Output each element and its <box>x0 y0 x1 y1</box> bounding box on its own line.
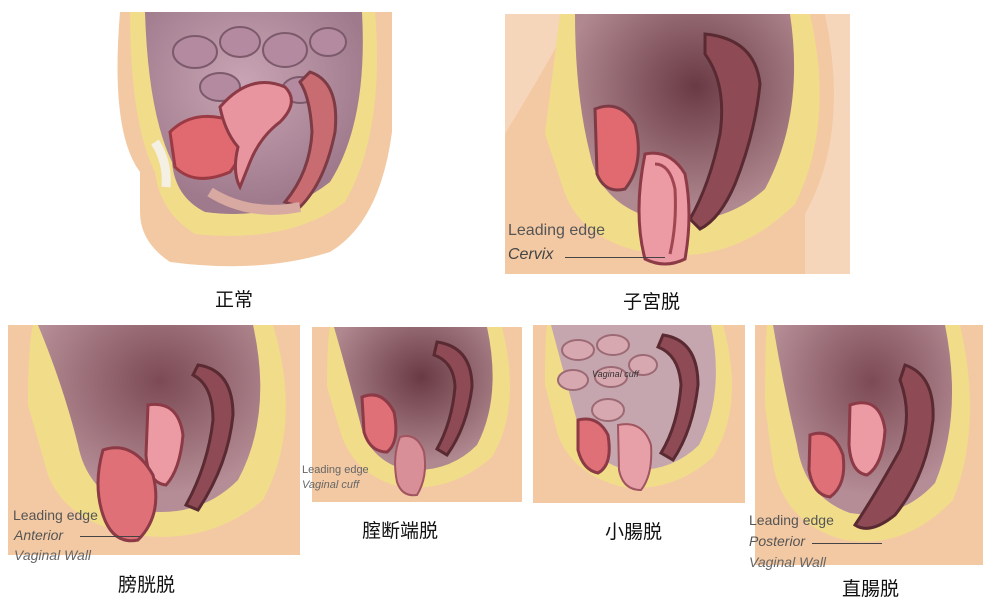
label-vault-leading-edge: Leading edge <box>302 463 369 477</box>
label-rectal-vaginal-wall: Vaginal Wall <box>749 555 826 569</box>
caption-bladder-prolapse: 膀胱脱 <box>118 570 175 597</box>
bladder <box>809 433 844 497</box>
panel-rectal-prolapse <box>755 325 983 565</box>
leader-line-rectal <box>812 543 882 544</box>
rectal-prolapse-illustration <box>755 325 983 565</box>
normal-anatomy-illustration <box>100 12 392 267</box>
panel-normal <box>100 12 392 267</box>
label-uterine-leading-edge: Leading edge <box>508 224 605 238</box>
caption-vault-prolapse: 腟断端脱 <box>362 516 438 543</box>
label-rectal-leading-edge: Leading edge <box>749 513 834 527</box>
caption-small-bowel-prolapse: 小腸脱 <box>605 517 662 544</box>
label-vault-vaginal-cuff: Vaginal cuff <box>302 478 359 492</box>
label-bladder-leading-edge: Leading edge <box>13 508 98 522</box>
label-rectal-posterior: Posterior <box>749 534 805 548</box>
label-uterine-cervix: Cervix <box>508 248 553 262</box>
caption-normal: 正常 <box>215 285 253 312</box>
prolapsed-intestine <box>618 424 651 490</box>
panel-small-bowel-prolapse <box>533 325 745 503</box>
small-bowel-prolapse-illustration <box>533 325 745 503</box>
leader-line-uterine <box>565 257 665 258</box>
leader-line-bladder <box>80 536 140 537</box>
label-bladder-vaginal-wall: Vaginal Wall <box>14 548 91 562</box>
prolapsed-vaginal-cuff <box>395 436 425 495</box>
label-bladder-anterior: Anterior <box>14 528 63 542</box>
prolapsed-uterus <box>639 153 689 264</box>
bladder <box>595 106 638 190</box>
caption-rectal-prolapse: 直腸脱 <box>842 574 899 601</box>
caption-uterine-prolapse: 子宮脱 <box>623 287 680 314</box>
label-small-bowel-vaginal-cuff: Vaginal cuff <box>592 367 639 381</box>
